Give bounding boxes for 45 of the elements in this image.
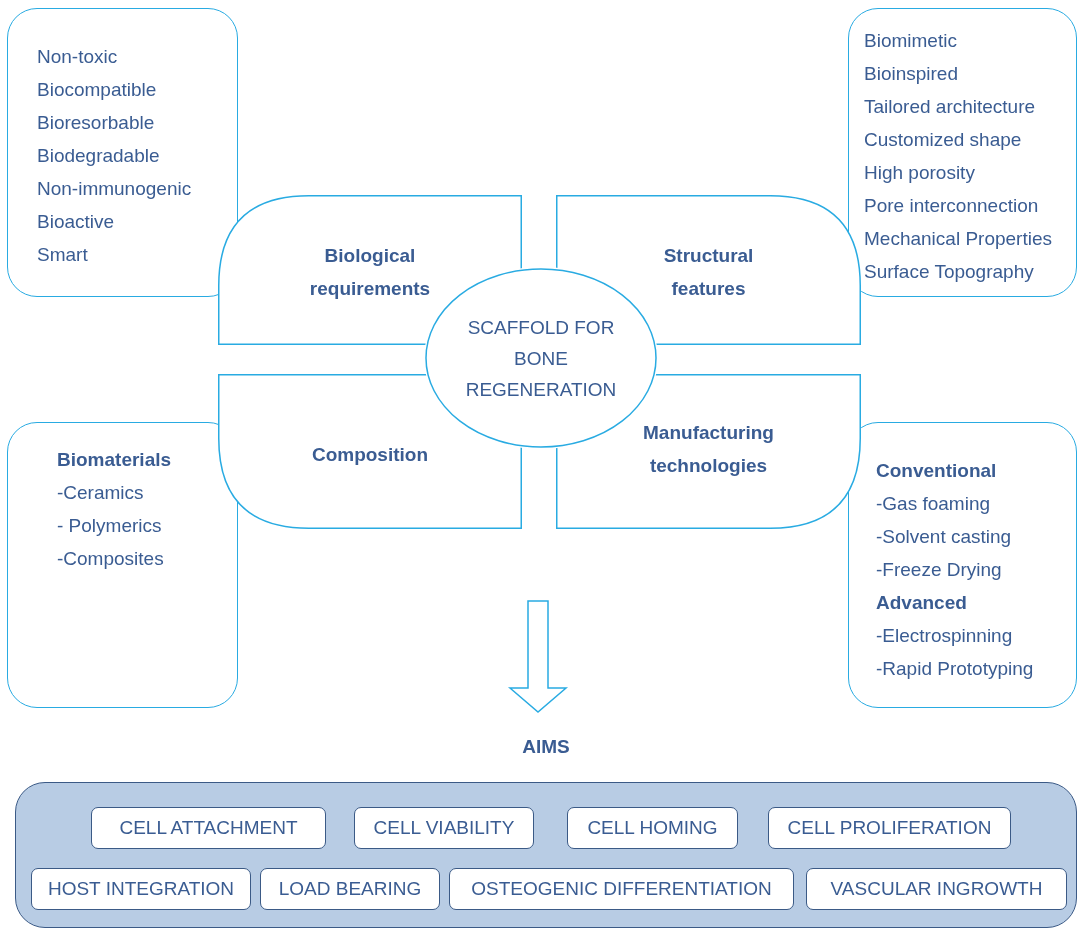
- list-item: -Gas foaming: [876, 492, 992, 516]
- aim-tag: CELL HOMING: [567, 807, 738, 849]
- list-item: Mechanical Properties: [864, 227, 1053, 251]
- list-item: Biocompatible: [37, 78, 158, 102]
- aim-tag: OSTEOGENIC DIFFERENTIATION: [449, 868, 794, 910]
- list-item: High porosity: [864, 161, 976, 185]
- list-item: Bioinspired: [864, 62, 959, 86]
- aim-tag: CELL ATTACHMENT: [91, 807, 326, 849]
- list-item: Biodegradable: [37, 144, 161, 168]
- list-heading: Biomaterials: [57, 448, 173, 472]
- panel-heading: AIMS: [522, 736, 570, 758]
- list-item: -Rapid Prototyping: [876, 657, 1035, 681]
- tab-label: Manufacturing technologies: [642, 421, 775, 478]
- list-item: Smart: [37, 243, 89, 267]
- aim-tag: CELL VIABILITY: [354, 807, 534, 849]
- tab-label: Structural features: [662, 244, 755, 301]
- list-item: -Electrospinning: [876, 624, 1014, 648]
- list-item: Tailored architecture: [864, 95, 1037, 119]
- list-item: Bioresorbable: [37, 111, 156, 135]
- list-box: [848, 8, 1077, 297]
- list-box: [7, 8, 238, 297]
- aim-tag: LOAD BEARING: [260, 868, 440, 910]
- list-item: Non-immunogenic: [37, 177, 193, 201]
- list-item: -Solvent casting: [876, 525, 1013, 549]
- aim-tag: HOST INTEGRATION: [31, 868, 251, 910]
- list-item: Biomimetic: [864, 29, 958, 53]
- aim-tag: VASCULAR INGROWTH: [806, 868, 1067, 910]
- list-heading: Conventional: [876, 459, 998, 483]
- aim-tag: CELL PROLIFERATION: [768, 807, 1011, 849]
- tab-label: Biological requirements: [308, 244, 432, 301]
- list-item: - Polymerics: [57, 514, 163, 538]
- block-arrow: [507, 600, 569, 713]
- list-item: Customized shape: [864, 128, 1023, 152]
- list-item: Pore interconnection: [864, 194, 1040, 218]
- center-label: SCAFFOLD FOR BONE REGENERATION: [464, 315, 618, 402]
- list-item: Surface Topography: [864, 260, 1035, 284]
- list-item: -Composites: [57, 547, 165, 571]
- list-item: -Ceramics: [57, 481, 145, 505]
- tab-label: Composition: [310, 443, 430, 467]
- list-item: Bioactive: [37, 210, 116, 234]
- list-heading: Advanced: [876, 591, 968, 615]
- list-box: [7, 422, 238, 708]
- list-item: -Freeze Drying: [876, 558, 1003, 582]
- list-box: [848, 422, 1077, 708]
- list-item: Non-toxic: [37, 45, 119, 69]
